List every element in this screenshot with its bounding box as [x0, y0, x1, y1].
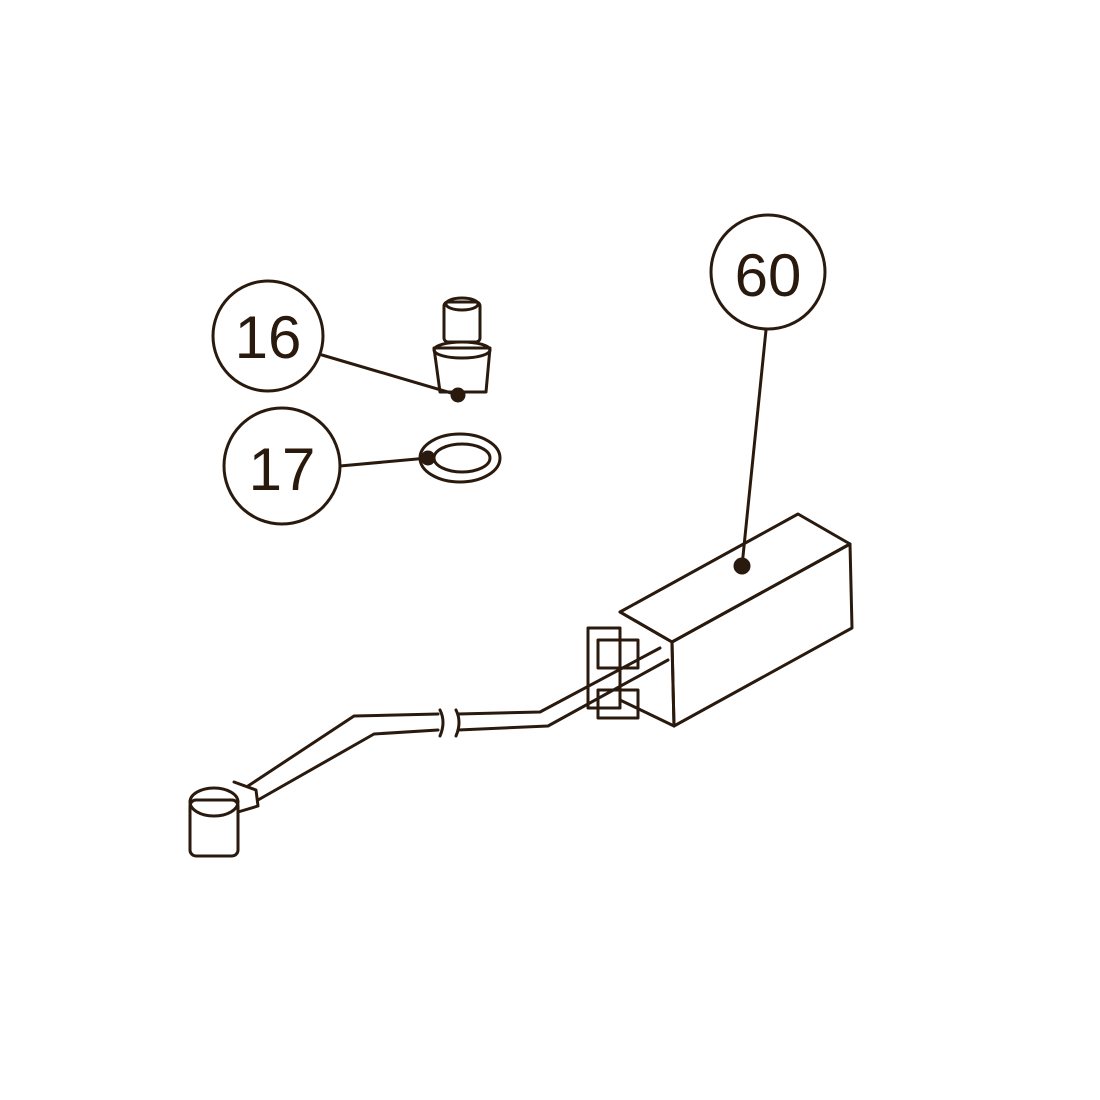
- callout-60-label: 60: [735, 242, 802, 309]
- callout-17[interactable]: 17: [222, 406, 436, 526]
- callout-16[interactable]: 16: [211, 279, 466, 403]
- fitting-part-16: [432, 296, 492, 394]
- o-ring-part-17: [418, 432, 502, 484]
- callout-17-label: 17: [249, 436, 316, 503]
- sensor-box-part-60: [586, 512, 854, 728]
- cable: [246, 646, 670, 802]
- connector-plug: [188, 780, 260, 858]
- callout-16-label: 16: [235, 304, 302, 371]
- callout-60[interactable]: 60: [709, 213, 827, 575]
